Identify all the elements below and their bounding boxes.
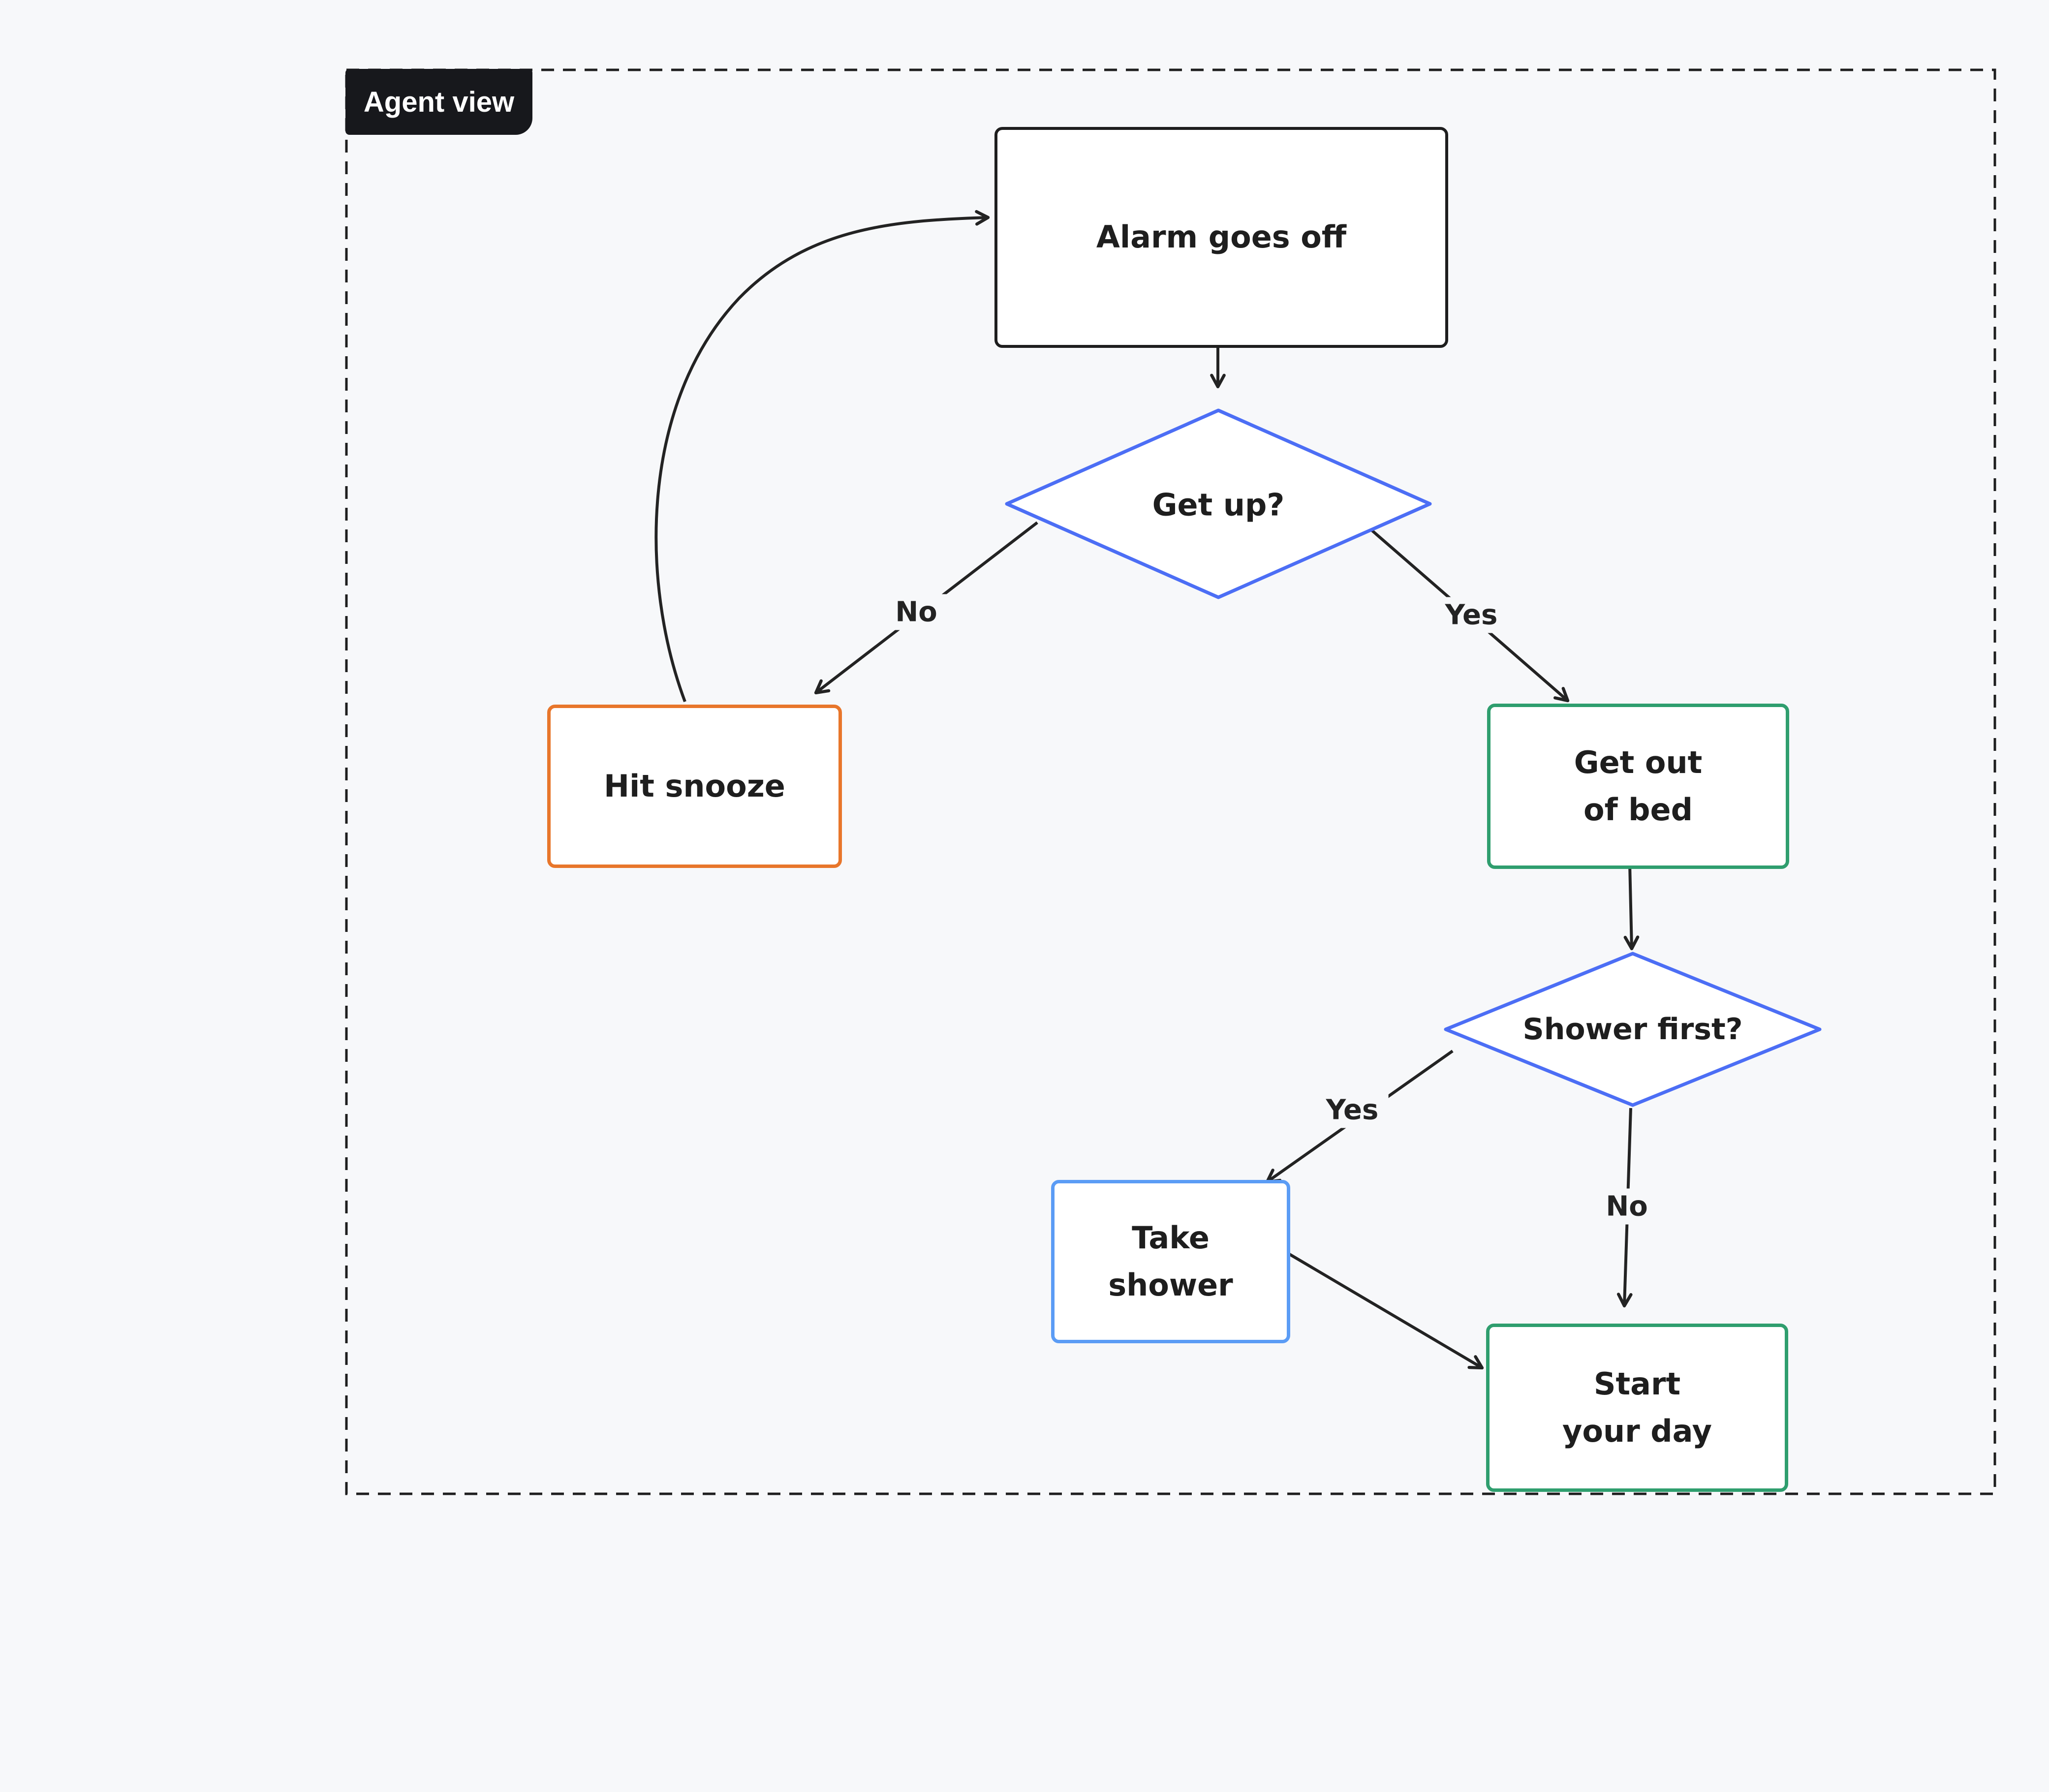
- node-label: Alarm goes off: [1096, 219, 1347, 255]
- edge-bed-to-showerfirst[interactable]: [1623, 864, 1640, 951]
- agent-view-tag-label: Agent view: [363, 86, 515, 118]
- decision-get-up-label: Get up?: [1152, 487, 1285, 523]
- decision-shower-first[interactable]: [1444, 952, 1822, 1107]
- edge-label-shower-yes[interactable]: Yes: [1316, 1092, 1389, 1128]
- node-label: Take shower: [1108, 1219, 1233, 1303]
- decision-shower-first-label: Shower first?: [1522, 1012, 1743, 1047]
- node-hit-snooze[interactable]: Hit snooze: [547, 705, 842, 868]
- edge-label-get-up-no[interactable]: No: [885, 594, 947, 630]
- agent-viewport-frame: [345, 68, 1996, 1495]
- edge-takeshower-to-startday[interactable]: [1284, 1250, 1484, 1370]
- edge-label-get-up-yes[interactable]: Yes: [1435, 597, 1508, 633]
- agent-view-tag: Agent view: [345, 69, 532, 135]
- node-alarm-goes-off[interactable]: Alarm goes off: [994, 127, 1448, 348]
- node-label: Hit snooze: [604, 768, 785, 804]
- edge-snooze-back-to-alarm[interactable]: [654, 210, 990, 703]
- node-label: Get out of bed: [1574, 744, 1703, 828]
- node-start-your-day[interactable]: Start your day: [1486, 1324, 1788, 1492]
- node-label: Start your day: [1562, 1365, 1712, 1449]
- node-take-shower[interactable]: Take shower: [1051, 1180, 1290, 1343]
- edge-label-shower-no[interactable]: No: [1596, 1188, 1658, 1225]
- decision-get-up[interactable]: [1005, 408, 1432, 599]
- node-get-out-of-bed[interactable]: Get out of bed: [1487, 704, 1789, 869]
